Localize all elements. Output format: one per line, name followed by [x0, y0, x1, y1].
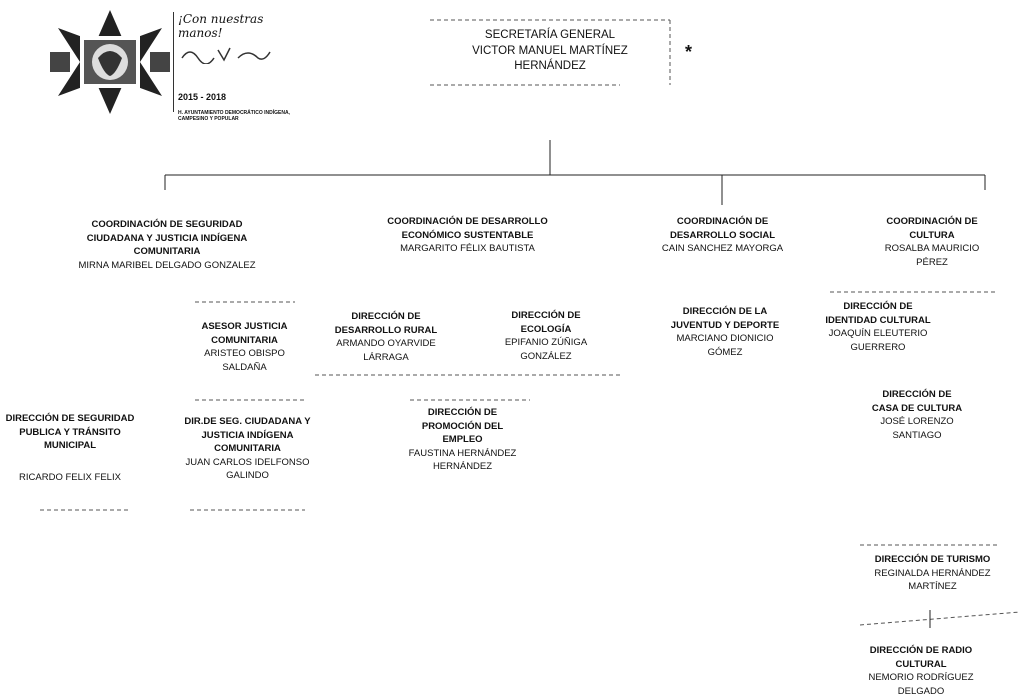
node-name: MARCIANO DIONICIO GÓMEZ — [676, 333, 774, 358]
coord-cultura-box: COORDINACIÓN DE CULTURA ROSALBA MAURICIO… — [872, 215, 992, 269]
node-name: JUAN CARLOS IDELFONSO GALINDO — [185, 456, 310, 482]
node-title: DIRECCIÓN DE DESARROLLO RURAL — [334, 311, 438, 336]
municipal-logo — [50, 8, 170, 116]
node-name: ROSALBA MAURICIO PÉREZ — [884, 243, 980, 268]
node-title: DIRECCIÓN DE RADIO CULTURAL — [869, 645, 973, 670]
asterisk-mark: * — [685, 42, 693, 62]
node-title: DIRECCIÓN DE SEGURIDAD PUBLICA Y TRÁNSIT… — [5, 413, 135, 451]
dir-ecologia-box: DIRECCIÓN DE ECOLOGÍA EPIFANIO ZÚÑIGA GO… — [496, 309, 596, 363]
dir-juventud-box: DIRECCIÓN DE LA JUVENTUD Y DEPORTE MARCI… — [660, 305, 790, 359]
node-title: DIRECCIÓN DE TURISMO — [874, 554, 991, 565]
node-name: EPIFANIO ZÚÑIGA GONZÁLEZ — [504, 337, 588, 362]
logo-divider — [173, 12, 174, 112]
dir-turismo-box: DIRECCIÓN DE TURISMO REGINALDA HERNÁNDEZ… — [860, 553, 1005, 594]
asesor-justicia-box: ASESOR JUSTICIA COMUNITARIA ARISTEO OBIS… — [192, 320, 297, 374]
signature-icon — [181, 47, 271, 64]
logo-motto: ¡Con nuestras manos! 2015 - 2018 H. AYUN… — [178, 12, 298, 122]
node-title: DIRECCIÓN DE PROMOCIÓN DEL EMPLEO — [421, 407, 504, 445]
node-title: DIRECCIÓN DE ECOLOGÍA — [511, 310, 581, 335]
motto-text: ¡Con nuestras manos! — [178, 12, 264, 40]
node-title: COORDINACIÓN DE DESARROLLO ECONÓMICO SUS… — [387, 216, 548, 241]
node-title: ASESOR JUSTICIA COMUNITARIA — [201, 321, 288, 346]
dir-rural-box: DIRECCIÓN DE DESARROLLO RURAL ARMANDO OY… — [330, 310, 442, 364]
node-name: MIRNA MARIBEL DELGADO GONZALEZ — [78, 259, 256, 271]
dir-casa-cultura-box: DIRECCIÓN DE CASA DE CULTURA JOSÉ LORENZ… — [868, 388, 966, 442]
node-name: ARISTEO OBISPO SALDAÑA — [204, 348, 285, 373]
node-name: JOSÉ LORENZO SANTIAGO — [880, 416, 954, 441]
node-title: DIR.DE SEG. CIUDADANA Y JUSTICIA INDÍGEN… — [184, 416, 311, 454]
dir-seg-ciudadana-box: DIR.DE SEG. CIUDADANA Y JUSTICIA INDÍGEN… — [180, 415, 315, 483]
dir-identidad-box: DIRECCIÓN DE IDENTIDAD CULTURAL JOAQUÍN … — [818, 300, 938, 354]
node-name: VICTOR MANUEL MARTÍNEZ HERNÁNDEZ — [472, 44, 628, 73]
secretaria-general-box: SECRETARÍA GENERAL VICTOR MANUEL MARTÍNE… — [440, 28, 660, 75]
node-title: COORDINACIÓN DE CULTURA — [886, 216, 978, 241]
logo-emblem-icon — [50, 10, 170, 114]
logo-years: 2015 - 2018 — [178, 92, 227, 102]
node-title: COORDINACIÓN DE DESARROLLO SOCIAL — [669, 216, 776, 241]
coord-social-box: COORDINACIÓN DE DESARROLLO SOCIAL CAIN S… — [655, 215, 790, 256]
node-name: MARGARITO FÉLIX BAUTISTA — [400, 243, 535, 254]
dir-radio-box: DIRECCIÓN DE RADIO CULTURAL NEMORIO RODR… — [866, 644, 976, 698]
node-title: DIRECCIÓN DE CASA DE CULTURA — [871, 389, 963, 414]
node-name: CAIN SANCHEZ MAYORGA — [661, 243, 784, 254]
coord-economico-box: COORDINACIÓN DE DESARROLLO ECONÓMICO SUS… — [385, 215, 550, 256]
node-name: FAUSTINA HERNÁNDEZ HERNÁNDEZ — [408, 447, 517, 473]
coord-seguridad-box: COORDINACIÓN DE SEGURIDAD CIUDADANA Y JU… — [72, 218, 262, 272]
node-name: NEMORIO RODRÍGUEZ DELGADO — [868, 672, 974, 697]
node-name: RICARDO FELIX FELIX — [19, 471, 121, 483]
dir-empleo-box: DIRECCIÓN DE PROMOCIÓN DEL EMPLEO FAUSTI… — [405, 406, 520, 474]
node-title: SECRETARÍA GENERAL — [484, 29, 616, 41]
node-title: DIRECCIÓN DE LA JUVENTUD Y DEPORTE — [670, 306, 780, 331]
node-title: DIRECCIÓN DE IDENTIDAD CULTURAL — [825, 301, 931, 326]
node-name: JOAQUÍN ELEUTERIO GUERRERO — [828, 328, 928, 353]
logo-ayuntamiento: H. AYUNTAMIENTO DEMOCRÁTICO INDÍGENA, CA… — [178, 110, 290, 122]
dir-seguridad-publica-box: DIRECCIÓN DE SEGURIDAD PUBLICA Y TRÁNSIT… — [5, 412, 135, 484]
node-name: ARMANDO OYARVIDE LÁRRAGA — [336, 338, 436, 363]
node-name: REGINALDA HERNÁNDEZ MARTÍNEZ — [874, 567, 991, 593]
node-title: COORDINACIÓN DE SEGURIDAD CIUDADANA Y JU… — [86, 219, 248, 257]
